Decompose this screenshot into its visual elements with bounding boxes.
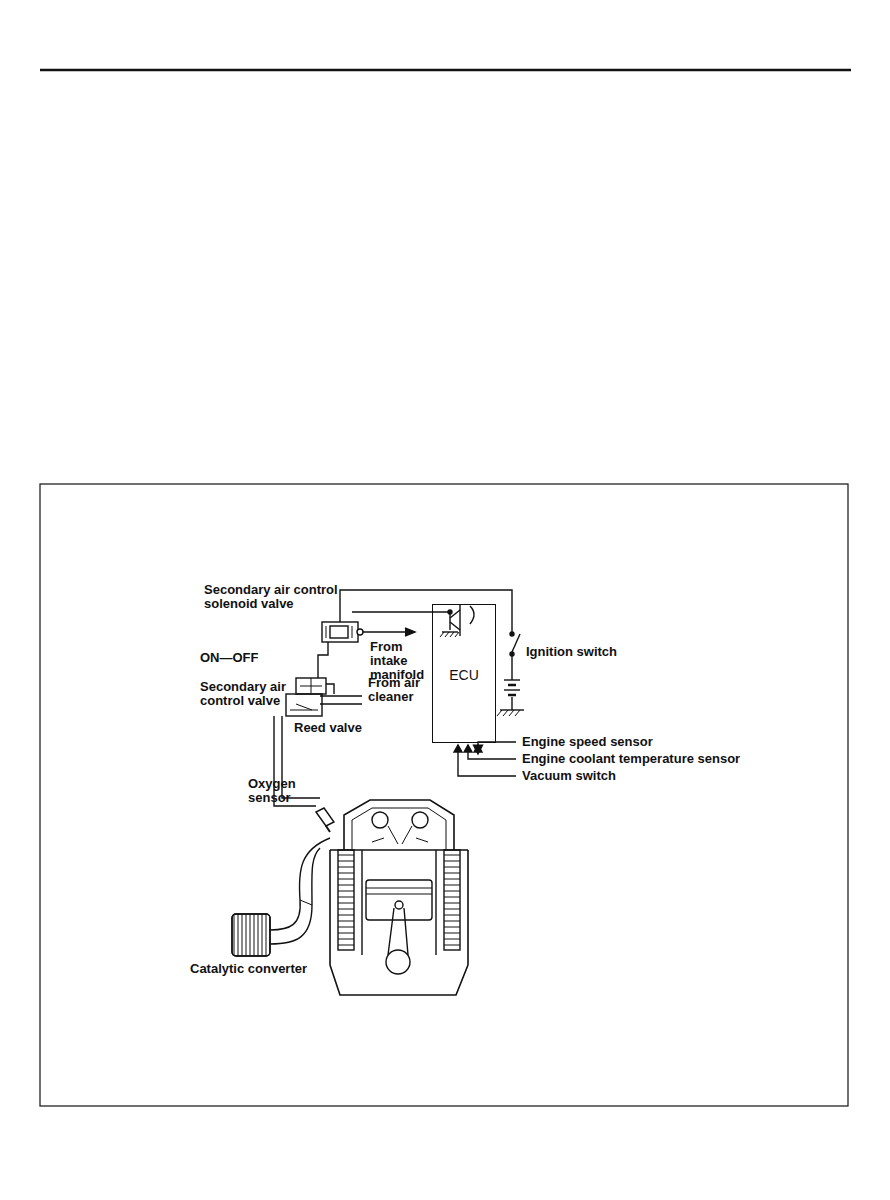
part-label: Secondary air control solenoid valve bbox=[204, 583, 354, 611]
sensor-label: Vacuum switch bbox=[522, 769, 616, 783]
sensor-label: Engine speed sensor bbox=[522, 735, 653, 749]
control-unit-box: ECU bbox=[432, 604, 496, 743]
sensor-label: Engine coolant temperature sensor bbox=[522, 752, 740, 766]
part-label: Secondary air control valve bbox=[200, 680, 296, 708]
part-label: Ignition switch bbox=[526, 645, 617, 659]
part-label: Oxygen sensor bbox=[248, 777, 304, 805]
port-label: From air cleaner bbox=[368, 676, 432, 704]
switch-label: ON—OFF bbox=[200, 651, 259, 665]
part-label: Catalytic converter bbox=[190, 962, 307, 976]
unit-name: ECU bbox=[433, 667, 495, 683]
part-label: Reed valve bbox=[294, 721, 362, 735]
